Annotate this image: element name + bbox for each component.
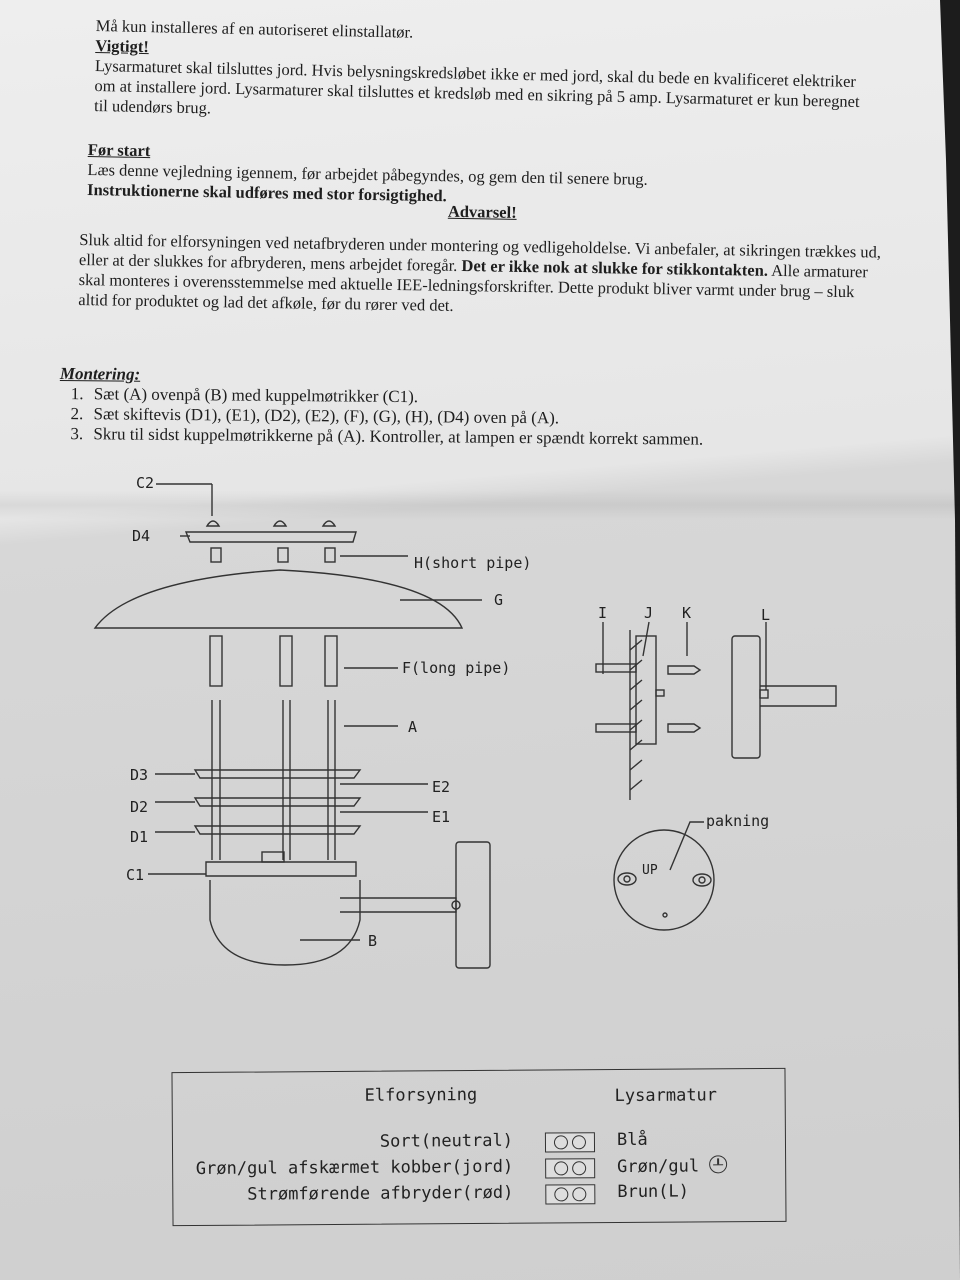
label-pakning: pakning <box>706 812 769 830</box>
terminal-block-3 <box>545 1184 596 1205</box>
ground-symbol-icon <box>709 1155 728 1174</box>
screw-icon <box>554 1161 569 1176</box>
wiring-right-header: Lysarmatur <box>614 1085 718 1107</box>
label-f: F(long pipe) <box>402 659 510 677</box>
screw-icon <box>572 1161 587 1176</box>
label-h: H(short pipe) <box>414 554 531 572</box>
warning-text: Sluk altid for elforsyningen ved netafbr… <box>78 230 884 323</box>
label-a: A <box>408 718 417 736</box>
label-l: L <box>761 606 770 624</box>
screw-icon <box>571 1135 587 1150</box>
wiring-row-1-right: Blå <box>616 1129 648 1151</box>
mounting-steps: Sæt (A) ovenpå (B) med kuppelmøtrikker (… <box>59 384 859 451</box>
intro-section: Må kun installeres af en autoriseret eli… <box>94 16 876 132</box>
screw-icon <box>572 1187 587 1202</box>
label-j: J <box>644 604 653 622</box>
wiring-table: Elforsyning Lysarmatur Sort(neutral) Blå… <box>171 1067 787 1227</box>
wiring-row-2-right: Grøn/gul <box>617 1155 728 1178</box>
label-up: UP <box>642 863 658 878</box>
terminal-block-2 <box>545 1158 596 1179</box>
wiring-row-2-right-text: Grøn/gul <box>617 1156 700 1178</box>
label-d4: D4 <box>132 527 150 545</box>
wiring-row-1-left: Sort(neutral) <box>379 1130 514 1152</box>
wiring-row-3-left: Strømførende afbryder(rød) <box>247 1182 514 1205</box>
label-c2: C2 <box>136 474 154 492</box>
paper-fold <box>0 490 960 520</box>
label-d3: D3 <box>130 766 148 784</box>
screw-icon <box>553 1135 569 1150</box>
label-k: K <box>682 604 691 622</box>
label-e1: E1 <box>432 808 450 826</box>
wiring-left-header: Elforsyning <box>364 1085 478 1106</box>
wiring-row-2-left: Grøn/gul afskærmet kobber(jord) <box>195 1156 514 1179</box>
screw-icon <box>554 1187 569 1202</box>
wiring-row-3-right: Brun(L) <box>617 1181 690 1203</box>
label-c1: C1 <box>126 866 144 884</box>
label-d2: D2 <box>130 798 148 816</box>
label-e2: E2 <box>432 778 450 796</box>
label-g: G <box>494 591 503 609</box>
warning-section: Advarsel! Sluk altid for elforsyningen v… <box>78 196 885 323</box>
label-d1: D1 <box>130 828 148 846</box>
terminal-block-1 <box>544 1132 596 1153</box>
label-i: I <box>598 604 607 622</box>
label-b: B <box>368 932 377 950</box>
mounting-section: Montering: Sæt (A) ovenpå (B) med kuppel… <box>59 364 860 451</box>
assembly-diagram: C2 D4 H(short pipe) G F(long pipe) A D3 … <box>93 474 837 969</box>
